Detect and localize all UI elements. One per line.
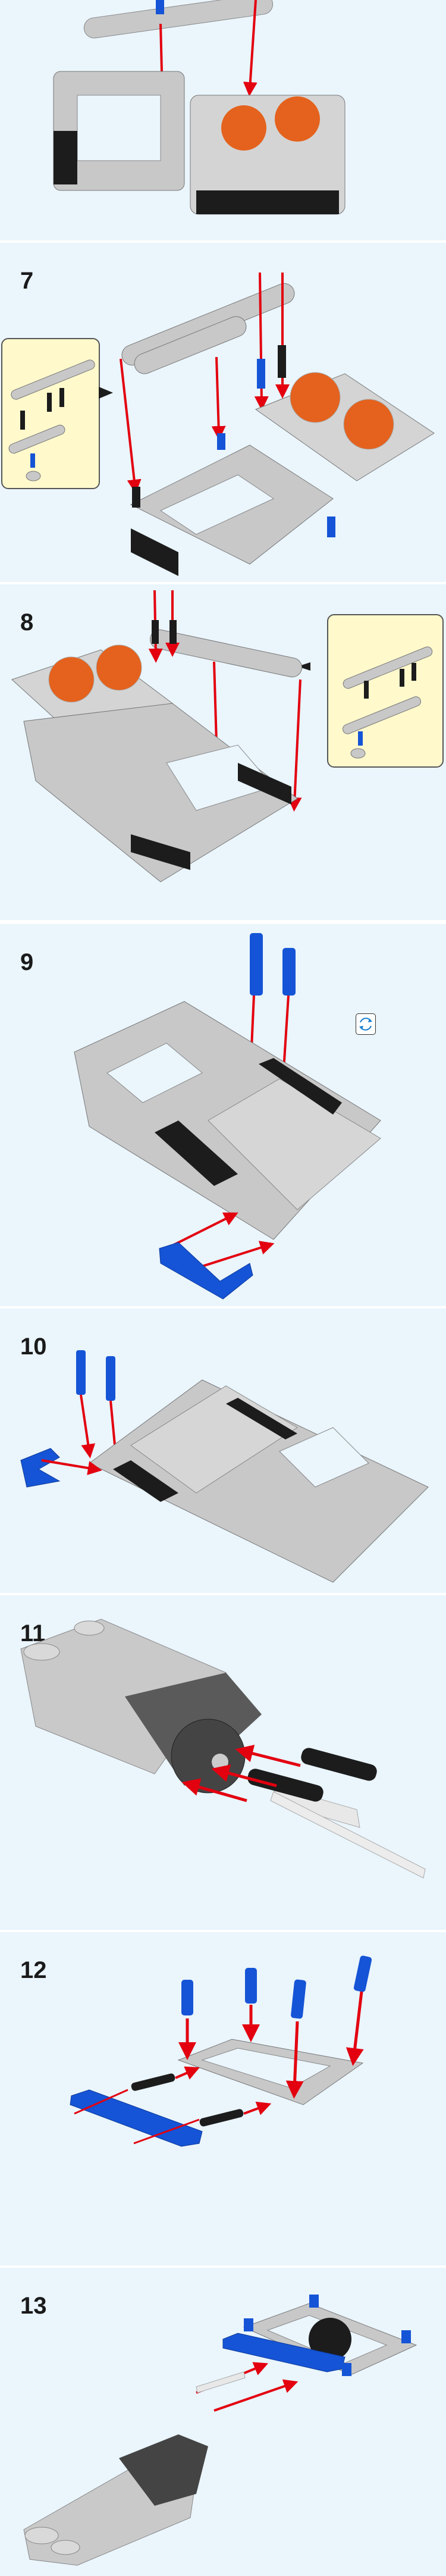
step-13-illustration xyxy=(23,2295,417,2566)
sub-assembly-illustration xyxy=(8,359,95,481)
step-panel-7: 7 xyxy=(0,243,446,582)
step-panel-10: 10 xyxy=(0,1309,446,1593)
step-8-illustration xyxy=(11,590,310,882)
step-number: 8 xyxy=(20,609,34,636)
step-panel-6 xyxy=(0,0,446,240)
step-panel-11: 11 xyxy=(0,1595,446,1930)
step-panel-12: 12 xyxy=(0,1932,446,2265)
step-9-illustration xyxy=(74,933,381,1300)
step-7-illustration xyxy=(99,272,435,576)
step-number: 13 xyxy=(20,2293,47,2319)
step-10-illustration xyxy=(20,1350,429,1583)
step-number: 7 xyxy=(20,268,34,294)
step-panel-9: 9 xyxy=(0,924,446,1306)
step-panel-13: 13 xyxy=(0,2268,446,2576)
step-12-illustration xyxy=(70,1955,372,2147)
step-11-illustration xyxy=(20,1619,426,1879)
sub-assembly-callout xyxy=(327,614,444,768)
step-panel-8: 8 xyxy=(0,584,446,920)
sub-assembly-illustration xyxy=(343,646,433,759)
step-6-illustration xyxy=(53,0,346,215)
step-number: 10 xyxy=(20,1334,47,1360)
step-number: 9 xyxy=(20,949,34,975)
sub-assembly-callout xyxy=(1,338,100,489)
step-number: 12 xyxy=(20,1957,47,1983)
rotate-model-icon xyxy=(356,1013,376,1035)
